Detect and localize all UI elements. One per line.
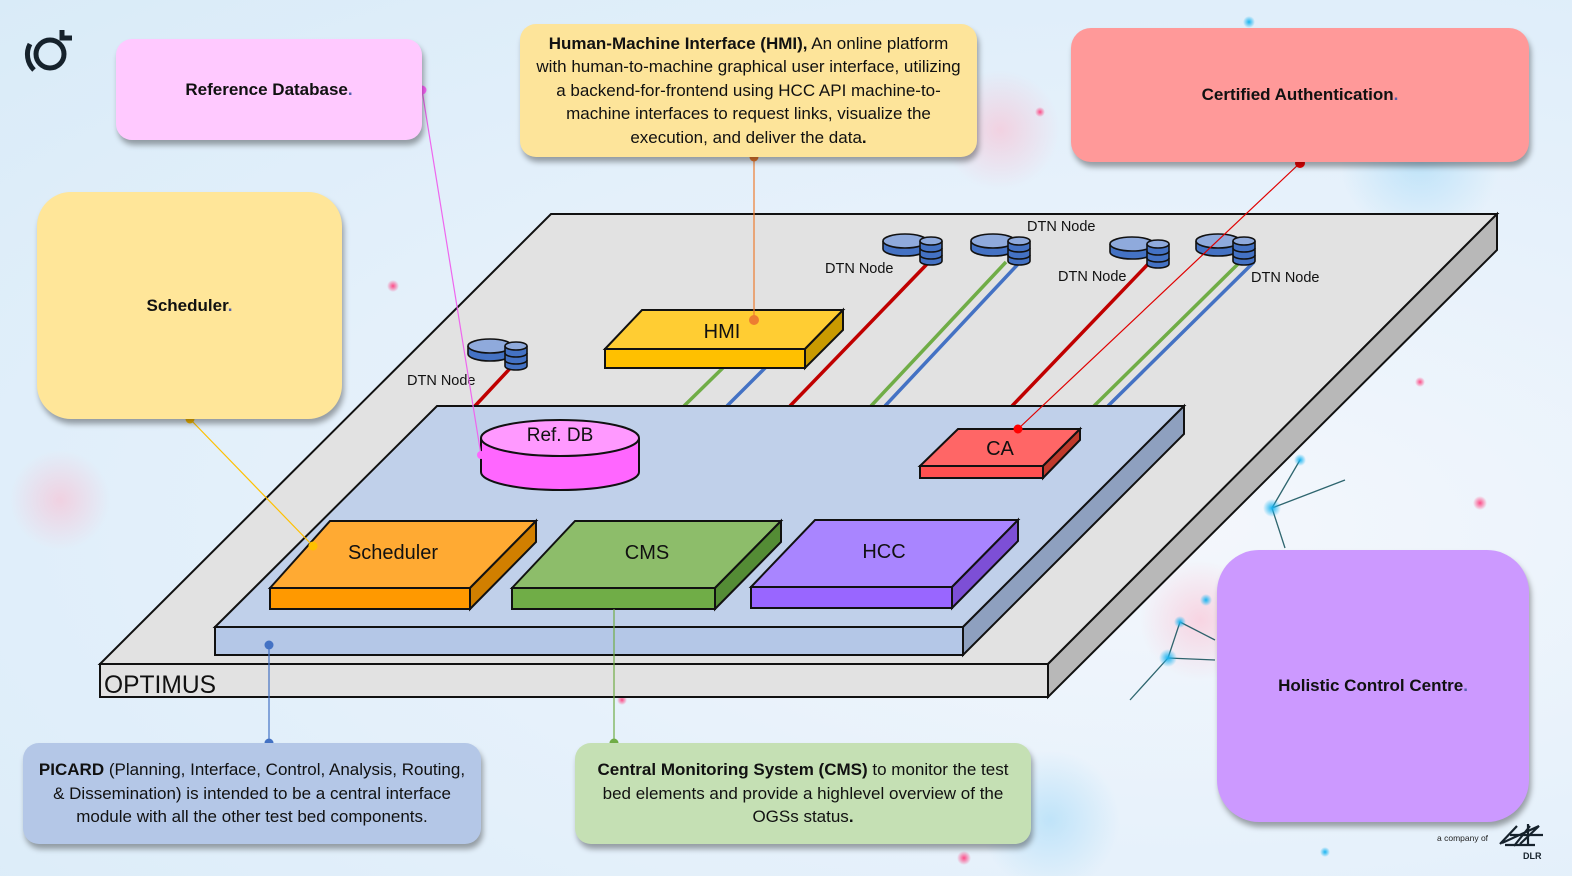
- link-blue-node5: [1106, 260, 1256, 408]
- callout-title: Reference Database: [185, 79, 348, 99]
- hcc-module-label: HCC: [862, 541, 905, 563]
- connector-scheduler: [189, 418, 314, 547]
- callout-reference-database: Reference Database.: [116, 39, 422, 140]
- optimus-front-face: [99, 663, 1049, 698]
- dtn-node-icons: [467, 233, 1256, 371]
- callout-title: Scheduler: [146, 295, 228, 315]
- dtn-node-label: DTN Node: [825, 261, 894, 277]
- connector-ref-db: [421, 89, 482, 456]
- ref-db-module[interactable]: [480, 419, 640, 491]
- cms-module-label: CMS: [625, 542, 669, 564]
- dtn-node-label: DTN Node: [407, 373, 476, 389]
- callout-hcc: Holistic Control Centre.: [1217, 550, 1529, 822]
- dtn-node-label: DTN Node: [1027, 219, 1096, 235]
- dtn-node-icon[interactable]: [970, 233, 1031, 266]
- hmi-module[interactable]: [602, 307, 846, 371]
- link-red-node4: [1010, 260, 1152, 408]
- connector-ca: [1017, 162, 1301, 430]
- scheduler-module-label: Scheduler: [348, 542, 438, 564]
- callout-title: Human-Machine Interface (HMI),: [548, 33, 808, 53]
- hcc-module[interactable]: [748, 517, 1021, 611]
- connector-dots: [185, 85, 1305, 748]
- callout-period: .: [1463, 676, 1468, 696]
- callout-period: .: [347, 79, 353, 99]
- link-blue-node3: [883, 260, 1022, 408]
- dtn-node-icon[interactable]: [467, 338, 528, 371]
- ca-module-label: CA: [986, 438, 1014, 460]
- link-red-node2: [788, 260, 931, 408]
- callout-title: Certified Authentication: [1201, 85, 1394, 105]
- hmi-module-label: HMI: [704, 321, 741, 343]
- dlr-logo-icon: [1499, 824, 1543, 847]
- ref-db-label: Ref. DB: [527, 425, 594, 446]
- link-green-node5: [1092, 260, 1242, 408]
- link-green-node3: [869, 260, 1008, 408]
- dtn-node-label: DTN Node: [1058, 269, 1127, 285]
- callout-title: PICARD: [38, 760, 105, 780]
- callout-scheduler: Scheduler.: [37, 192, 342, 419]
- cms-module[interactable]: [509, 518, 784, 612]
- optimus-label: OPTIMUS: [104, 671, 216, 699]
- callout-picard: PICARD (Planning, Interface, Control, An…: [23, 743, 481, 844]
- dtn-node-icon[interactable]: [1109, 236, 1170, 269]
- callout-title: Central Monitoring System (CMS): [597, 760, 868, 780]
- dtn-node-labels: DTN Node DTN Node DTN Node DTN Node DTN …: [407, 219, 1320, 389]
- callout-certified-authentication: Certified Authentication.: [1071, 28, 1529, 162]
- callout-period: .: [848, 807, 854, 827]
- callout-period: .: [227, 295, 233, 315]
- callout-title: Holistic Control Centre: [1278, 676, 1464, 696]
- callout-body: (Planning, Interface, Control, Analysis,…: [53, 760, 466, 827]
- callout-body: to monitor the test bed elements and pro…: [602, 760, 1009, 827]
- company-of-text: a company of: [1437, 833, 1489, 843]
- callout-body: An online platform with human-to-machine…: [536, 33, 961, 147]
- dtn-node-label: DTN Node: [1251, 270, 1320, 286]
- callout-cms: Central Monitoring System (CMS) to monit…: [575, 743, 1031, 844]
- dtn-links: [473, 260, 1256, 408]
- dtn-node-icon[interactable]: [882, 233, 943, 266]
- network-node-glows: [387, 16, 1487, 865]
- callout-period: .: [861, 127, 867, 147]
- callout-hmi: Human-Machine Interface (HMI), An online…: [520, 24, 977, 157]
- ca-module[interactable]: [917, 426, 1083, 481]
- callout-connectors: [189, 89, 1301, 743]
- dlr-text: DLR: [1523, 851, 1542, 861]
- company-logo: [24, 30, 72, 72]
- callout-period: .: [1393, 85, 1399, 105]
